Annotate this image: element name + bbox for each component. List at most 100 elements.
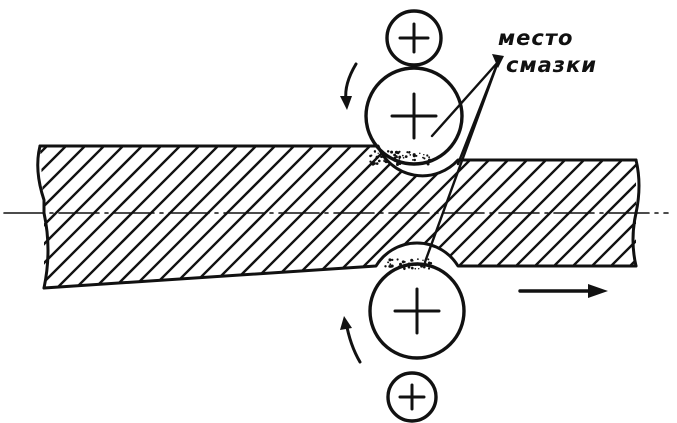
workpiece-strip-upper-half — [0, 140, 677, 216]
lubricant-dot — [408, 152, 411, 154]
hatch-line — [642, 210, 677, 292]
hatch-line — [508, 146, 586, 213]
hatch-line — [71, 146, 149, 213]
hatch-line — [40, 146, 92, 213]
lubricant-dot — [423, 265, 426, 269]
lubricant-dot — [377, 159, 381, 163]
lubricant-dot — [414, 267, 417, 270]
lubricant-dot — [396, 163, 399, 166]
hatch-line — [413, 146, 491, 213]
lubricant-dot — [419, 152, 421, 155]
lubricant-dot — [387, 261, 390, 264]
lubricant-dot — [406, 151, 409, 154]
lubricant-dot — [427, 258, 430, 261]
hatch-line — [44, 213, 117, 288]
hatch-line — [204, 146, 282, 213]
hatch-line — [44, 213, 60, 288]
lubricant-dot — [427, 267, 431, 270]
hatch-line — [128, 213, 212, 288]
lubricant-dot — [393, 153, 396, 157]
hatch-line — [280, 146, 358, 213]
hatch-line — [622, 146, 636, 213]
lubricant-dot — [423, 153, 425, 156]
hatch-line — [128, 146, 206, 213]
lubricant-dot — [391, 265, 393, 267]
lubricant-dot — [371, 162, 375, 166]
hatch-line — [261, 146, 339, 213]
hatch-line — [603, 146, 636, 213]
upper-rotation-arrow — [340, 62, 358, 110]
lubricant-dot — [409, 154, 412, 156]
lubricant-dot — [377, 152, 379, 154]
lubricant-dot — [401, 154, 404, 157]
hatch-line — [394, 146, 472, 213]
hatch-line — [242, 146, 320, 213]
hatch-line — [52, 146, 130, 213]
lower-rotation-arrow — [340, 316, 362, 364]
lubricant-dot — [407, 265, 411, 269]
lubricant-dot — [375, 162, 379, 165]
hatch-line — [147, 146, 225, 213]
leader-lines — [423, 54, 504, 264]
lubricant-dot — [401, 260, 405, 264]
hatch-line — [642, 140, 677, 216]
lubricant-dot — [369, 154, 372, 158]
hatch-line — [489, 146, 567, 213]
feed-direction-arrow — [518, 284, 608, 298]
upper-work-roll — [364, 66, 464, 166]
lubricant-dot — [375, 156, 378, 159]
hatch-line — [90, 146, 168, 213]
lubricant-dot — [410, 266, 414, 270]
lubricant-dot — [384, 160, 388, 164]
lubricant-dot — [398, 150, 401, 153]
lubricant-dot — [390, 150, 394, 154]
lubricant-dot — [412, 154, 416, 158]
lubricant-dot — [415, 154, 418, 157]
hatch-line — [166, 146, 244, 213]
lubricant-dot — [373, 163, 376, 165]
hatch-line — [565, 146, 636, 213]
lower-backup-roll — [386, 371, 438, 423]
lubricant-dot — [389, 263, 392, 266]
annotation-label: место смазки — [498, 26, 596, 77]
upper-backup-roll — [385, 9, 443, 67]
lubricant-dot — [412, 158, 414, 161]
lubricant-dot — [426, 154, 429, 157]
lubricant-dot — [391, 258, 394, 262]
lubricant-dot — [398, 155, 402, 159]
hatch-line — [185, 146, 263, 213]
hatch-line — [0, 210, 21, 292]
lubricant-dot — [403, 267, 406, 271]
hatch-line — [0, 210, 2, 292]
lubricant-dot — [396, 258, 399, 261]
lubricant-dot — [422, 259, 424, 262]
hatch-line — [147, 213, 231, 288]
hatch-line — [40, 146, 73, 213]
hatch-line — [527, 146, 605, 213]
lubricant-dot — [384, 265, 387, 268]
hatch-line — [584, 146, 636, 213]
hatch-line — [546, 146, 624, 213]
hatch-line — [44, 213, 79, 288]
hatch-line — [661, 210, 677, 292]
hatch-line — [44, 213, 98, 288]
hatch-line — [223, 146, 301, 213]
lower-work-roll — [368, 262, 466, 360]
lubricant-dot — [412, 260, 414, 262]
lubricant-dot — [374, 151, 376, 153]
hatch-line — [40, 146, 111, 213]
hatch-line — [470, 146, 548, 213]
lubricant-dot — [388, 258, 391, 261]
lubricant-dot — [383, 160, 386, 163]
lubricant-dot — [417, 267, 420, 270]
lubricant-dot — [428, 156, 431, 159]
annotation-line-1: место — [498, 26, 573, 50]
hatch-line — [0, 210, 40, 292]
lubricant-dot — [404, 155, 408, 158]
hatch-line — [356, 146, 434, 213]
hatch-line — [299, 146, 377, 213]
hatch-line — [0, 140, 34, 216]
lubricant-dot — [423, 157, 426, 160]
lubricant-dot — [386, 150, 390, 153]
